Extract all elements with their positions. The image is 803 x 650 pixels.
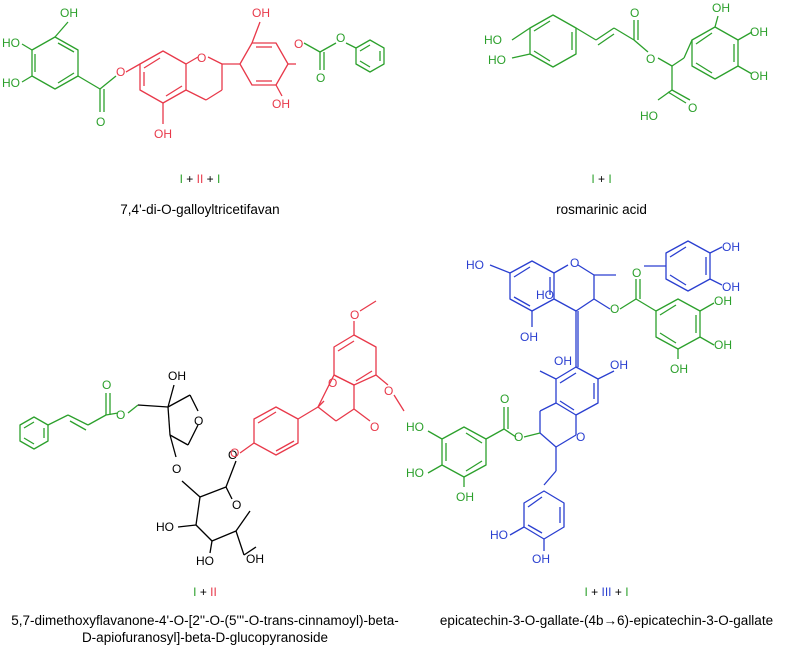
legend-fragment-label: I [217, 172, 221, 186]
o-label: O [230, 446, 239, 460]
legend-fragment-label: I [591, 172, 595, 186]
o-label: O [316, 71, 325, 85]
ho-label: HO [2, 36, 20, 50]
o-label: O [194, 414, 203, 428]
molecule-dimethoxyflavanone-glycoside: O O OH O O O O HO [19, 300, 405, 568]
legend-plus: + [594, 172, 609, 186]
fragment-legend: I + II + I [0, 172, 400, 186]
oh-label: OH [554, 354, 572, 368]
structure-panel-rosmarinic-acid: HO HO O O HO O OH OH OH I + I rosmarinic… [400, 0, 803, 230]
o-label: O [630, 6, 639, 20]
oh-label: OH [712, 1, 730, 15]
o-label: O [102, 378, 111, 392]
compound-name-line: D-apiofuranosyl]-beta-D-glucopyranoside [81, 630, 329, 645]
oh-label: OH [168, 369, 186, 383]
o-label: O [116, 408, 125, 422]
ho-label: HO [2, 76, 20, 90]
legend-fragment-label: I [179, 172, 183, 186]
compound-name: rosmarinic acid [556, 202, 647, 217]
ho-label: HO [196, 554, 214, 568]
o-label: O [228, 448, 237, 462]
oh-label: OH [532, 552, 550, 566]
structure-panel-epicatechin-dimer: HO O HO OH OH OH O O OH OH OH [406, 235, 803, 650]
oh-label: OH [456, 490, 474, 504]
oh-label: OH [670, 362, 688, 376]
ho-label: HO [640, 109, 658, 123]
oh-label: OH [246, 552, 264, 566]
molecule-rosmarinic-acid: HO HO O O HO O OH OH OH [484, 1, 768, 123]
compound-name-line: 5,7-dimethoxyflavanone-4'-O-[2''-O-(5'''… [11, 613, 399, 628]
legend-fragment-label: II [196, 172, 204, 186]
compound-name: 5,7-dimethoxyflavanone-4'-O-[2''-O-(5'''… [0, 612, 410, 646]
oh-label: OH [750, 25, 768, 39]
legend-fragment-label: I [625, 585, 629, 599]
oh-label: OH [722, 240, 740, 254]
o-label: O [336, 31, 345, 45]
oh-label: OH [714, 294, 732, 308]
o-label: O [576, 430, 585, 444]
ho-label: HO [406, 466, 424, 480]
compound-name: epicatechin-3-O-gallate-(4b→6)-epicatech… [439, 613, 774, 628]
legend-plus: + [196, 585, 211, 599]
o-label: O [328, 376, 337, 390]
ho-label: HO [406, 420, 424, 434]
legend-fragment-label: III [601, 585, 612, 599]
o-label: O [350, 308, 359, 322]
oh-label: OH [272, 97, 290, 111]
oh-label: OH [60, 6, 78, 20]
legend-fragment-label: I [193, 585, 197, 599]
ho-label: HO [490, 528, 508, 542]
o-label: O [384, 384, 393, 398]
oh-label: OH [714, 338, 732, 352]
o-label: O [232, 498, 241, 512]
oh-label: OH [154, 127, 172, 141]
o-label: O [646, 52, 655, 66]
o-label: O [370, 420, 379, 434]
legend-plus: + [182, 172, 197, 186]
structure-panel-tricetifavan: OH HO HO O O O OH [0, 0, 400, 230]
oh-label: OH [750, 69, 768, 83]
o-label: O [197, 51, 206, 65]
o-label: O [688, 101, 697, 115]
molecule-epicatechin-dimer: HO O HO OH OH OH O O OH OH OH [406, 240, 740, 566]
o-label: O [610, 302, 619, 316]
fragment-legend: I + II [0, 585, 410, 599]
ho-label: HO [156, 520, 174, 534]
o-label: O [570, 256, 579, 270]
ho-label: HO [488, 53, 506, 67]
ho-label: HO [484, 33, 502, 47]
ho-label: HO [536, 288, 554, 302]
ho-label: HO [466, 258, 484, 272]
molecule-tricetifavan: OH HO HO O O O OH [2, 6, 385, 141]
o-label: O [500, 392, 509, 406]
o-label: O [514, 430, 523, 444]
legend-plus: + [587, 585, 602, 599]
compound-name: 7,4'-di-O-galloyltricetifavan [120, 202, 280, 217]
legend-fragment-label: II [210, 585, 217, 599]
legend-plus: + [203, 172, 218, 186]
oh-label: OH [520, 330, 538, 344]
o-label: O [172, 462, 181, 476]
structure-panel-dimethoxyflavanone-glycoside: O O OH O O O O HO [0, 235, 410, 650]
legend-fragment-label: I [608, 172, 612, 186]
o-label: O [116, 65, 125, 79]
o-label: O [294, 37, 303, 51]
legend-fragment-label: I [584, 585, 588, 599]
oh-label: OH [722, 280, 740, 294]
o-label: O [632, 266, 641, 280]
fragment-legend: I + I [400, 172, 803, 186]
legend-plus: + [611, 585, 626, 599]
fragment-legend: I + III + I [410, 585, 803, 599]
oh-label: OH [610, 358, 628, 372]
oh-label: OH [252, 6, 270, 20]
o-label: O [96, 115, 105, 129]
